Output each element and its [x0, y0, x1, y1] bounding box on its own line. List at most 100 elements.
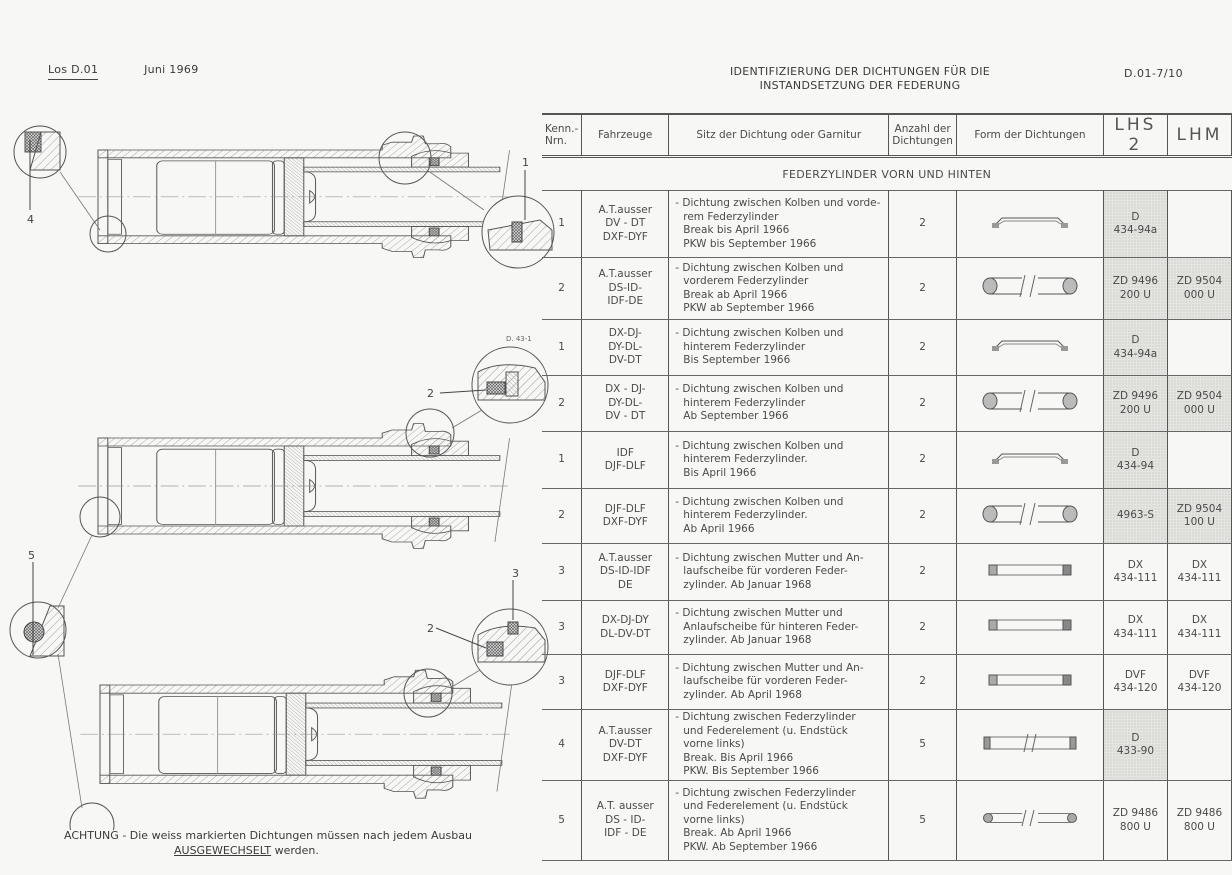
seal-location-line: - Dichtung zwischen Kolben und [675, 383, 844, 396]
seal-shape-cell [955, 431, 1104, 489]
seal-location-cell: - Dichtung zwischen Mutter und An-laufsc… [668, 654, 890, 710]
seal-location-line: Anlaufscheibe für hinteren Feder- [683, 620, 859, 633]
lip-seal-icon [990, 340, 1070, 356]
callout-1: 1 [522, 156, 529, 169]
quantity-cell: 2 [888, 543, 957, 601]
seal-location-line: und Federelement (u. Endstück [683, 800, 848, 813]
callout-4: 4 [27, 213, 34, 226]
figure-reference: D. 43-1 [506, 335, 532, 343]
vehicles-cell: DX-DJ-DY-DL-DV-DT [581, 319, 670, 376]
quantity-cell: 2 [888, 319, 957, 376]
note-line-1: - Die weiss markierten Dichtungen müssen… [122, 829, 472, 842]
seal-location-line: - Dichtung zwischen Federzylinder [675, 786, 856, 799]
kenn-number-cell: 1 [542, 319, 583, 376]
callout-5: 5 [28, 549, 35, 562]
seal-shape-cell [955, 780, 1104, 861]
quantity-cell: 2 [888, 600, 957, 655]
title-line-1: IDENTIFIZIERUNG DER DICHTUNGEN FÜR DIE [729, 65, 991, 78]
seal-location-line: rem Federzylinder [683, 210, 779, 223]
page-title: IDENTIFIZIERUNG DER DICHTUNGEN FÜR DIE I… [700, 65, 1020, 93]
seal-location-line: laufscheibe für vorderen Feder- [683, 675, 848, 688]
document-header-left: Los D.01 Juni 1969 [48, 63, 199, 80]
detail-circle-5: 5 [9, 496, 121, 659]
front-cylinder-section [77, 135, 511, 259]
lhm-part-cell [1166, 431, 1232, 489]
quantity-cell: 2 [888, 488, 957, 544]
seal-shape-cell [955, 375, 1104, 432]
warning-note: ACHTUNG - Die weiss markierten Dichtunge… [64, 828, 472, 858]
flat-ring-icon [985, 619, 1075, 635]
seal-location-line: und Federelement (u. Endstück [683, 724, 848, 737]
seal-location-line: - Dichtung zwischen Mutter und [675, 607, 843, 620]
seal-location-line: - Dichtung zwischen Mutter und An- [675, 551, 864, 564]
seal-location-line: hinterem Federzylinder. [683, 509, 808, 522]
flat-ring-icon [985, 564, 1075, 580]
quantity-cell: 5 [888, 709, 957, 781]
vehicles-cell: DX - DJ-DY-DL-DV - DT [581, 375, 670, 432]
seal-location-line: - Dichtung zwischen Mutter und An- [675, 661, 864, 674]
seal-location-line: zylinder. Ab Januar 1968 [683, 634, 812, 647]
long-ring-icon [980, 733, 1080, 755]
page-reference: D.01-7/10 [1124, 67, 1184, 80]
seal-location-line: laufscheibe für vorderen Feder- [683, 565, 848, 578]
kenn-number-cell: 4 [542, 709, 583, 781]
seal-location-line: Bis September 1966 [683, 354, 791, 367]
col-header-fahrzeuge: Fahrzeuge [581, 113, 670, 158]
seal-shape-cell [955, 190, 1104, 258]
detail-circle-1: 1 [378, 131, 555, 269]
lhm-part-cell [1166, 319, 1232, 376]
seal-location-line: Ab September 1966 [683, 410, 789, 423]
note-emphasis: AUSGEWECHSELT [174, 844, 272, 857]
seal-location-line: vorne links) [683, 813, 745, 826]
col-header-lhs2: LHS 2 [1102, 113, 1168, 158]
kenn-number-cell: 5 [542, 780, 583, 861]
quantity-cell: 5 [888, 780, 957, 861]
seal-shape-cell [955, 709, 1104, 781]
seal-location-line: Break. Bis April 1966 [683, 751, 794, 764]
o-ring-icon [980, 502, 1080, 528]
seal-location-line: PKW bis September 1966 [683, 237, 817, 250]
document-date: Juni 1969 [144, 63, 199, 76]
lhs2-part-cell: 4963-S [1102, 488, 1168, 544]
seal-location-line: Break ab April 1966 [683, 288, 788, 301]
o-ring-icon [980, 275, 1080, 300]
table-header-row: Kenn.-Nrn. Fahrzeuge Sitz der Dichtung o… [542, 113, 1232, 158]
seal-location-line: Bis April 1966 [683, 466, 757, 479]
seal-shape-cell [955, 488, 1104, 544]
seal-location-line: Break. Ab April 1966 [683, 827, 792, 840]
quantity-cell: 2 [888, 654, 957, 710]
quantity-cell: 2 [888, 375, 957, 432]
quantity-cell: 2 [888, 257, 957, 320]
title-line-2: INSTANDSETZUNG DER FEDERUNG [759, 79, 961, 92]
detail-circle-front-lower [57, 653, 115, 830]
